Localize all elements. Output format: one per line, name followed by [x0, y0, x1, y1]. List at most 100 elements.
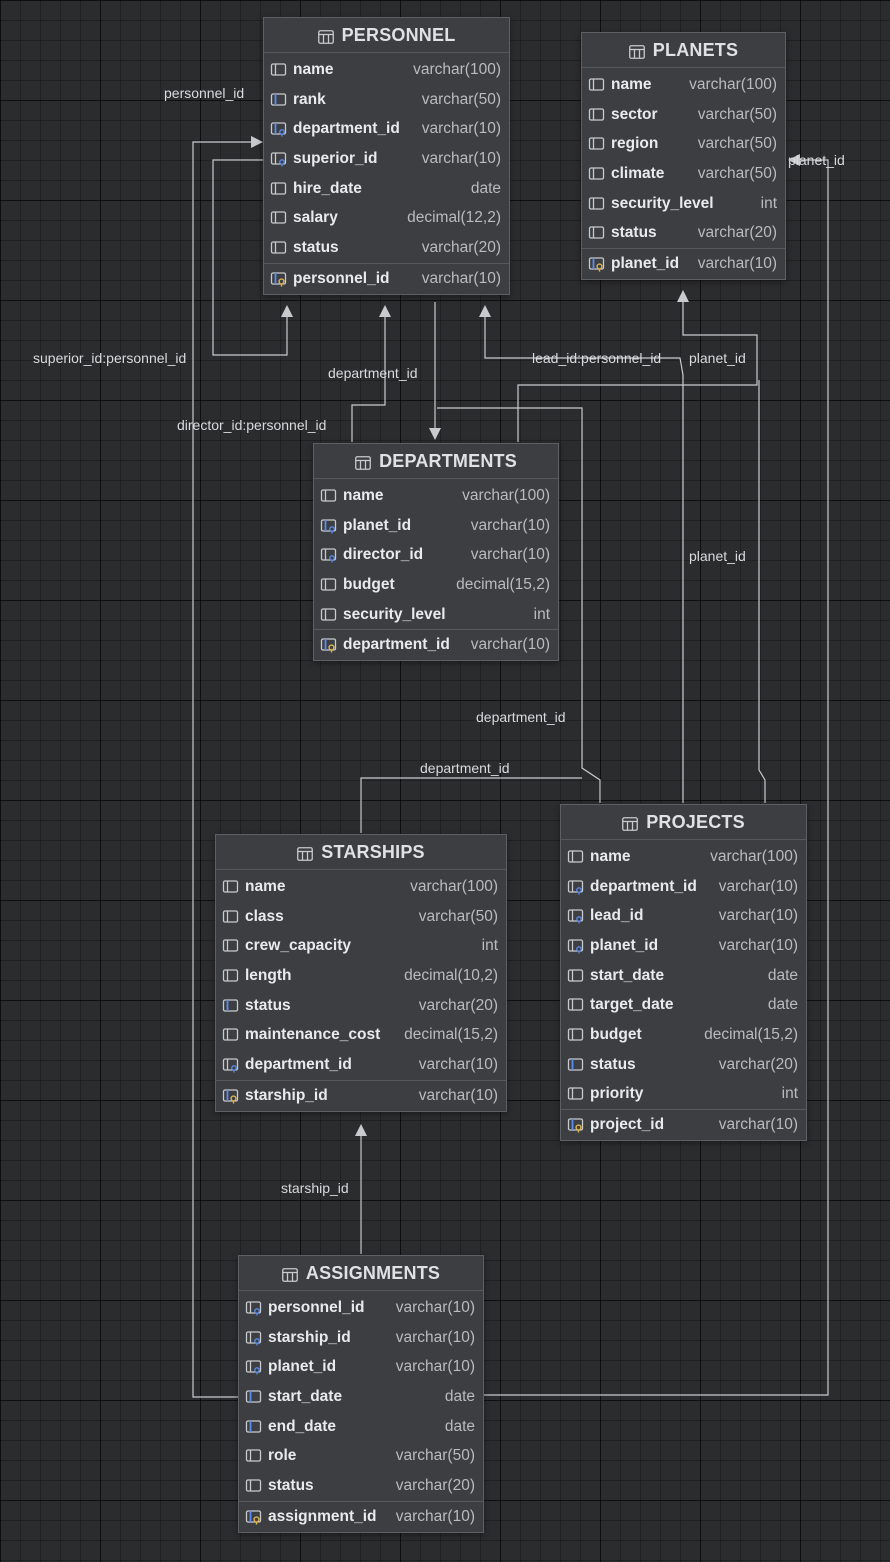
column-name: personnel_id: [293, 269, 390, 287]
column-icon: [270, 240, 288, 256]
column-type: decimal(12,2): [407, 209, 501, 227]
index-column-icon: [222, 998, 240, 1014]
column-type: int: [533, 605, 550, 623]
column-type: varchar(10): [718, 907, 798, 925]
table-icon: [622, 815, 639, 831]
fk-column-icon: [567, 879, 585, 895]
column-type: varchar(50): [395, 1447, 475, 1465]
column-name: climate: [611, 164, 665, 182]
column-icon: [567, 997, 585, 1013]
edge-label-personnel-id: personnel_id: [164, 85, 245, 101]
column-row[interactable]: role varchar(50): [239, 1441, 483, 1471]
column-icon: [567, 968, 585, 984]
column-name: role: [268, 1447, 297, 1465]
column-type: varchar(10): [395, 1507, 475, 1525]
column-icon: [222, 968, 240, 984]
column-name: status: [268, 1476, 314, 1494]
table-header[interactable]: DEPARTMENTS: [314, 444, 558, 479]
primary-key-icon: [270, 271, 288, 287]
column-type: varchar(50): [697, 105, 777, 123]
column-name: budget: [590, 1025, 642, 1043]
column-row[interactable]: status varchar(20): [239, 1471, 483, 1501]
column-row[interactable]: sector varchar(50): [582, 100, 785, 130]
column-icon: [588, 77, 606, 93]
table-header[interactable]: ASSIGNMENTS: [239, 1256, 483, 1291]
index-fk-column-icon: [320, 518, 338, 534]
column-name: sector: [611, 105, 658, 123]
table-header[interactable]: STARSHIPS: [216, 835, 506, 870]
index-column-icon: [270, 92, 288, 108]
table-header[interactable]: PLANETS: [582, 33, 785, 68]
column-type: varchar(100): [410, 877, 498, 895]
fk-column-icon: [320, 547, 338, 563]
column-icon: [320, 577, 338, 593]
column-icon: [245, 1448, 263, 1464]
column-icon: [588, 107, 606, 123]
index-fk-column-icon: [270, 121, 288, 137]
column-type: decimal(15,2): [704, 1025, 798, 1043]
column-name: name: [293, 60, 334, 78]
fk-column-icon: [270, 151, 288, 167]
table-header[interactable]: PERSONNEL: [264, 18, 509, 53]
column-row[interactable]: budget decimal(15,2): [561, 1020, 806, 1050]
column-name: planet_id: [268, 1358, 337, 1376]
column-icon: [222, 1027, 240, 1043]
column-icon: [222, 909, 240, 925]
column-name: hire_date: [293, 179, 362, 197]
column-type: varchar(20): [395, 1476, 475, 1494]
index-column-icon: [245, 1419, 263, 1435]
table-header[interactable]: PROJECTS: [561, 805, 806, 840]
column-type: varchar(10): [718, 1116, 798, 1134]
column-name: planet_id: [611, 255, 680, 273]
